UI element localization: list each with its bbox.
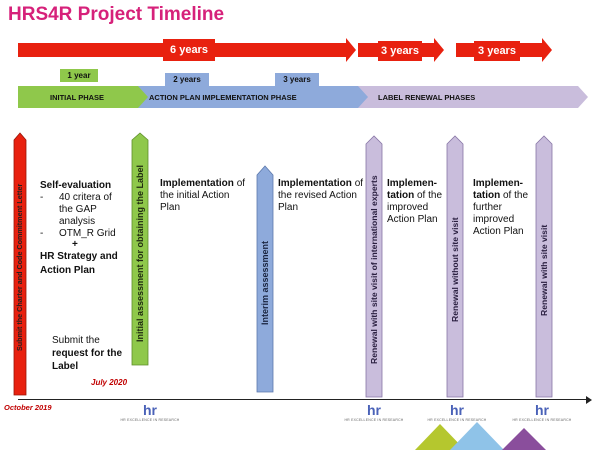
three-years-label-a: 3 years xyxy=(381,45,419,57)
submit-request-pre: Submit the xyxy=(52,335,100,346)
three-years-label-b: 3 years xyxy=(478,45,516,57)
initial-phase-label: INITIAL PHASE xyxy=(50,93,105,102)
initial-assessment-pillar xyxy=(131,132,149,366)
implementation-further-bold-a: Implemen- xyxy=(473,178,524,189)
implementation-initial-rest: of the initial Action Plan xyxy=(160,178,246,213)
initial-assessment-label: Initial assessment for obtaining the Lab… xyxy=(135,164,145,342)
action-plan-phase-label: ACTION PLAN IMPLEMENTATION PHASE xyxy=(149,93,297,102)
purple-triangle xyxy=(502,428,546,450)
hr-logo-4-mark: hr xyxy=(535,402,549,418)
hr-logo-3-mark: hr xyxy=(450,402,464,418)
renewal-without-pillar xyxy=(446,135,464,398)
green-triangle xyxy=(415,424,465,450)
implementation-further-bold-b: tation xyxy=(473,190,501,201)
renewal-international-label: Renewal with site visit of international… xyxy=(369,175,379,365)
otm-grid-item: OTM_R Grid xyxy=(59,228,116,239)
two-years-label: 2 years xyxy=(173,75,201,84)
gap-dash: - xyxy=(40,192,44,203)
implementation-initial-block: Implementation of the initial Action Pla… xyxy=(160,178,250,214)
implementation-improved-bold-b: tation xyxy=(387,190,415,201)
page-title: HRS4R Project Timeline xyxy=(8,4,225,25)
renewal-with-label: Renewal with site visit xyxy=(539,224,549,316)
renewal-phase-label: LABEL RENEWAL PHASES xyxy=(378,93,476,102)
hr-logo-1: hr HR EXCELLENCE IN RESEARCH xyxy=(120,402,180,422)
one-year-label: 1 year xyxy=(67,71,91,80)
implementation-improved-rest-a: of xyxy=(417,190,426,201)
phase-bar xyxy=(18,86,588,108)
hr-strategy-item: HR Strategy and Action Plan xyxy=(40,251,118,276)
three-years-box-a: 3 years xyxy=(378,41,422,61)
submit-request-bold: request for the Label xyxy=(52,348,123,372)
hr-logo-2-caption: HR EXCELLENCE IN RESEARCH xyxy=(344,418,404,422)
october-2019-date: October 2019 xyxy=(4,403,52,412)
plus-sign: + xyxy=(72,239,78,250)
interim-assessment-label: Interim assessment xyxy=(260,240,270,326)
implementation-revised-block: Implementation of the revised Action Pla… xyxy=(278,178,366,214)
initial-phase-chevron xyxy=(18,86,148,108)
self-evaluation-heading: Self-evaluation xyxy=(40,180,112,191)
implementation-improved-bold-a: Implemen- xyxy=(387,178,438,189)
otm-dash: - xyxy=(40,228,44,239)
label-renewal-phase-chevron xyxy=(355,86,588,108)
july-2020-date: July 2020 xyxy=(91,378,128,387)
timeline-axis xyxy=(18,399,588,400)
hr-logo-4-caption: HR EXCELLENCE IN RESEARCH xyxy=(512,418,572,422)
hr-logo-3: hr HR EXCELLENCE IN RESEARCH xyxy=(427,402,487,422)
gap-line-1: 40 critera of xyxy=(59,192,112,203)
two-years-box: 2 years xyxy=(165,73,209,86)
renewal-without-label: Renewal without site visit xyxy=(450,217,460,323)
action-plan-phase-chevron xyxy=(136,86,368,108)
submit-charter-label: Submit the Charter and Code Commitment L… xyxy=(15,183,24,351)
implementation-further-rest-b: the further improved Action Plan xyxy=(473,190,529,237)
implementation-initial-bold: Implementation xyxy=(160,178,234,189)
one-year-box: 1 year xyxy=(60,69,98,82)
hr-logo-1-caption: HR EXCELLENCE IN RESEARCH xyxy=(120,418,180,422)
timeline-axis-head xyxy=(586,396,592,404)
hr-logo-2: hr HR EXCELLENCE IN RESEARCH xyxy=(344,402,404,422)
hr-logo-1-mark: hr xyxy=(143,402,157,418)
three-years-label-c: 3 years xyxy=(283,75,311,84)
hr-logo-2-mark: hr xyxy=(367,402,381,418)
gap-line-2: the GAP xyxy=(59,204,97,215)
six-years-label: 6 years xyxy=(170,44,208,56)
submit-request-block: Submit the request for the Label xyxy=(52,334,132,373)
renewal-with-pillar xyxy=(535,135,553,398)
decorative-triangles xyxy=(415,422,546,450)
implementation-revised-rest: of the revised Action Plan xyxy=(278,178,364,213)
implementation-improved-block: Implemen- tation of the improved Action … xyxy=(387,178,445,226)
submit-charter-pillar xyxy=(13,132,27,396)
three-years-box-b: 3 years xyxy=(474,41,520,61)
self-evaluation-block: Self-evaluation - 40 critera of the GAP … xyxy=(40,180,128,278)
milestone-pillars xyxy=(13,132,553,398)
three-years-box-c: 3 years xyxy=(275,73,319,86)
gap-line-3: analysis xyxy=(59,216,96,227)
interim-assessment-pillar xyxy=(256,165,274,393)
six-years-box: 6 years xyxy=(163,39,215,61)
blue-triangle xyxy=(450,422,504,450)
implementation-further-rest-a: of xyxy=(503,190,512,201)
hr-logo-3-caption: HR EXCELLENCE IN RESEARCH xyxy=(427,418,487,422)
implementation-further-block: Implemen- tation of the further improved… xyxy=(473,178,533,238)
implementation-revised-bold: Implementation xyxy=(278,178,352,189)
implementation-improved-rest-b: the improved Action Plan xyxy=(387,190,443,225)
renewal-international-pillar xyxy=(365,135,383,398)
hr-logo-4: hr HR EXCELLENCE IN RESEARCH xyxy=(512,402,572,422)
